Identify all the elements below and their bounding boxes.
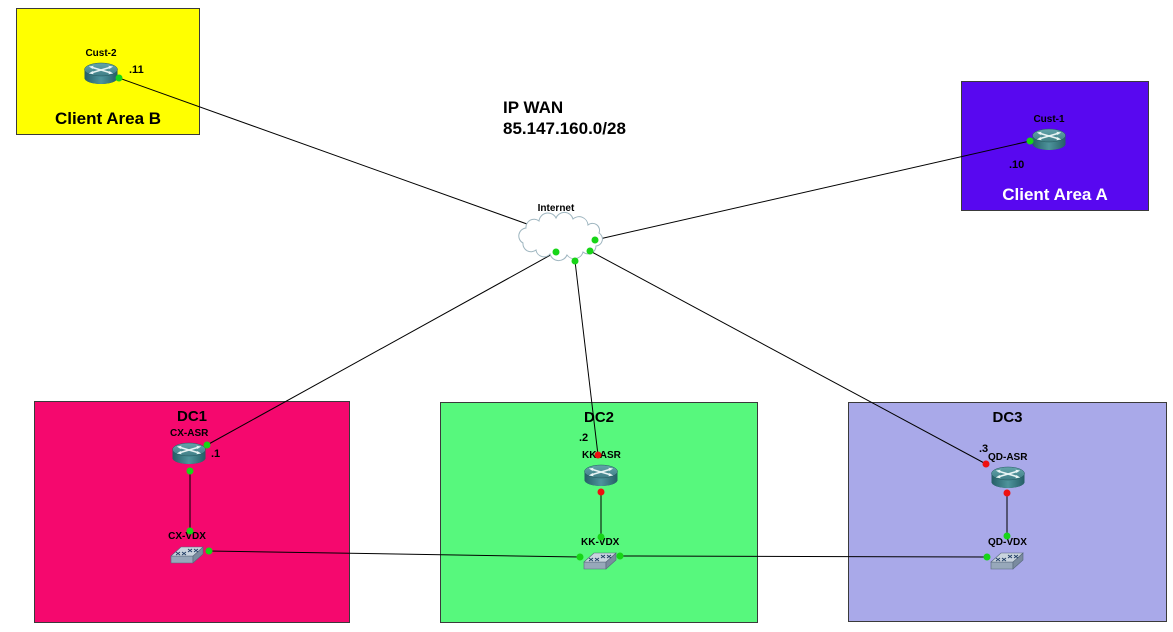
device-cx-vdx[interactable]: CX-VDX (168, 532, 206, 566)
device-qd-asr-label: QD-ASR (988, 452, 1028, 463)
internet-cloud[interactable] (518, 211, 603, 262)
device-cust2[interactable]: Cust-2 (83, 49, 119, 85)
device-qd-vdx-label: QD-VDX (988, 537, 1027, 548)
area-client-a-title: Client Area A (1002, 185, 1108, 204)
switch-icon (170, 546, 204, 564)
switch-icon (583, 552, 617, 570)
area-dc3-title: DC3 (992, 409, 1023, 426)
internet-cloud-label: Internet (537, 203, 575, 214)
router-icon (84, 62, 118, 84)
wan-subnet: 85.147.160.0/28 (503, 119, 626, 138)
device-cust2-label: Cust-2 (85, 48, 117, 59)
link-cxasr-internet[interactable] (206, 251, 557, 446)
device-qd-vdx[interactable]: QD-VDX (988, 538, 1027, 572)
device-cx-asr[interactable]: CX-ASR (170, 429, 208, 465)
device-cx-asr-label: CX-ASR (170, 428, 209, 439)
ip-label-qdasr: .3 (979, 443, 989, 455)
device-kk-asr-label: KK-ASR (582, 450, 621, 461)
device-qd-asr[interactable]: QD-ASR (988, 453, 1027, 489)
area-client-a[interactable]: Client Area A (961, 81, 1149, 211)
switch-icon (990, 552, 1025, 570)
link-kkvdx-qdvdx[interactable] (619, 555, 988, 558)
link-cxvdx-kkvdx[interactable] (208, 550, 581, 558)
router-icon (584, 464, 619, 486)
link-cust1-internet[interactable] (594, 140, 1031, 241)
area-dc2-title: DC2 (583, 409, 614, 426)
ip-label-cust2: .11 (129, 64, 144, 76)
ip-label-kkasr: .2 (579, 432, 589, 444)
router-icon (1032, 128, 1066, 150)
ip-label-cxasr: .1 (211, 448, 221, 460)
device-cust1-label: Cust-1 (1033, 114, 1065, 125)
area-client-b-title: Client Area B (54, 109, 162, 128)
device-cust1[interactable]: Cust-1 (1031, 115, 1067, 151)
area-dc1[interactable]: DC1 (34, 401, 350, 623)
link-kkasr-internet[interactable] (574, 260, 599, 456)
device-kk-vdx[interactable]: KK-VDX (581, 538, 619, 572)
wan-title: IP WAN (503, 98, 564, 117)
device-cx-vdx-label: CX-VDX (168, 531, 206, 542)
area-client-b[interactable]: Client Area B (16, 8, 200, 135)
device-kk-vdx-label: KK-VDX (581, 537, 620, 548)
wan-subnet-label: IP WAN 85.147.160.0/28 (503, 97, 626, 139)
link-cust2-internet[interactable] (118, 77, 528, 225)
router-icon (172, 442, 206, 464)
area-dc2[interactable]: DC2 (440, 402, 758, 623)
router-icon (990, 466, 1025, 488)
device-kk-asr[interactable]: KK-ASR (582, 451, 621, 487)
link-qdasr-internet[interactable] (589, 250, 987, 465)
ip-label-cust1: .10 (1009, 159, 1025, 171)
area-dc1-title: DC1 (176, 408, 207, 425)
